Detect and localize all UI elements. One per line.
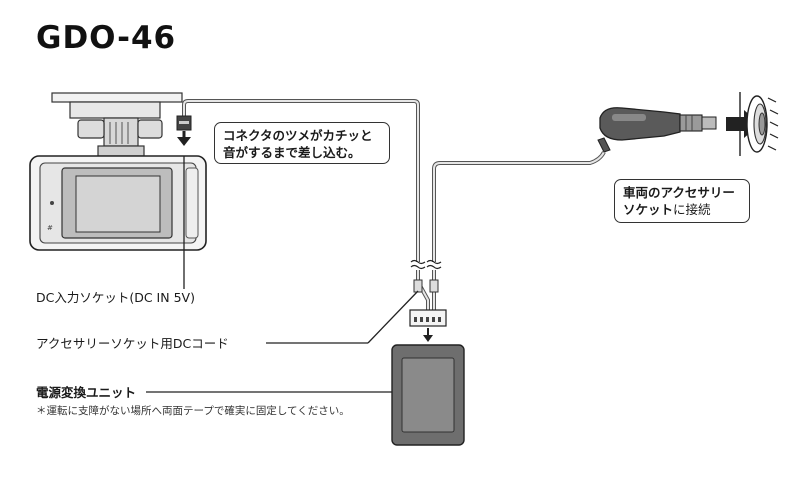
power-conversion-unit: [391, 344, 465, 446]
power-unit-note: ＊運転に支障がない場所へ両面テープで確実に固定してください。: [36, 405, 350, 417]
power-unit-label: 電源変換ユニット: [36, 385, 137, 400]
accessory-callout-line2-rest: に接続: [673, 202, 711, 217]
dc-input-socket-label: DC入力ソケット(DC IN 5V): [36, 290, 195, 305]
svg-text:#: #: [47, 224, 53, 232]
cigarette-plug: [597, 107, 717, 153]
dc-cord-label: アクセサリーソケット用DCコード: [36, 336, 229, 351]
accessory-socket-callout: 車両のアクセサリー ソケットに接続: [614, 179, 750, 223]
model-title: GDO-46: [36, 20, 177, 56]
dashcam-body: #: [29, 155, 207, 251]
connector-instruction-line1: コネクタのツメがカチッと: [223, 128, 373, 143]
windshield-mount: [51, 92, 183, 157]
car-accessory-socket: [739, 92, 779, 156]
connector-instruction-line2: 音がするまで差し込む。: [223, 145, 361, 160]
cable-break-symbol: [410, 259, 442, 270]
accessory-callout-line2-bold: ソケット: [623, 202, 674, 217]
unit-connector: [409, 309, 447, 327]
connector-instruction-callout: コネクタのツメがカチッと 音がするまで差し込む。: [214, 122, 390, 164]
accessory-callout-line1: 車両のアクセサリー: [623, 185, 735, 200]
